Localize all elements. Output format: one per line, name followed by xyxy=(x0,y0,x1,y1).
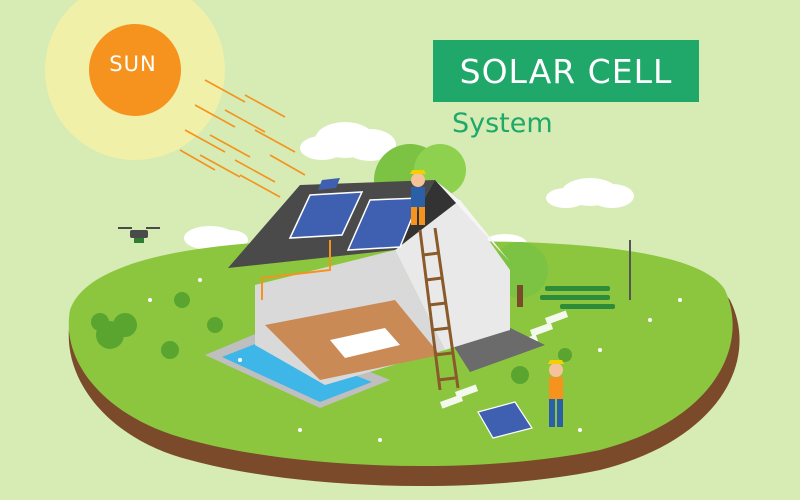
solar-panel-icon xyxy=(288,178,422,251)
solar-panel-icon xyxy=(477,401,533,439)
worker-icon xyxy=(410,170,426,225)
page-subtitle: System xyxy=(452,108,553,139)
flower-dots xyxy=(148,278,682,442)
cloud-icon xyxy=(300,122,396,161)
sun-label: SUN xyxy=(109,52,157,76)
garden-rows xyxy=(540,240,631,309)
worker-icon xyxy=(548,360,564,427)
page-title: SOLAR CELL xyxy=(459,51,673,91)
sun-rays xyxy=(179,79,306,198)
wiring xyxy=(261,240,331,300)
sun-icon xyxy=(45,0,225,160)
drone-icon xyxy=(118,227,160,243)
cloud-icon xyxy=(546,178,634,208)
bush-icons xyxy=(91,292,572,384)
ladder-icon xyxy=(418,227,460,391)
title-box: SOLAR CELL xyxy=(433,40,699,102)
